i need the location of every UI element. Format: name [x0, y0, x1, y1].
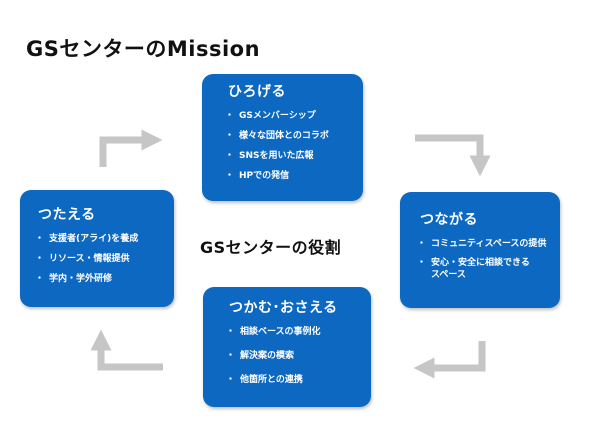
box-title: つながる: [420, 212, 478, 228]
box-title: ひろげる: [228, 84, 286, 100]
list-item: 他箇所との連携: [226, 374, 361, 386]
arrow-tsukamu-to-tsutaeru: [90, 329, 163, 371]
box-hirogeru: ひろげる GSメンバーシップ 様々な団体とのコラボ SNSを用いた広報 HPでの…: [202, 74, 363, 201]
center-label: GSセンターの役割: [200, 238, 342, 257]
box-tsutaeru: つたえる 支援者(アライ)を養成 リソース・情報提供 学内・学外研修: [20, 190, 174, 307]
list-item: コミュニティスペースの提供: [417, 238, 552, 250]
list-item: 相談ベースの事例化: [226, 326, 361, 338]
list-item: 安心・安全に相談できる スペース: [417, 257, 552, 281]
page-title: GSセンターのMission: [26, 37, 261, 61]
list-item: 支援者(アライ)を養成: [35, 233, 166, 245]
box-title: つたえる: [38, 207, 96, 223]
arrow-tsutaeru-to-hirogeru: [99, 129, 163, 167]
list-item: 様々な団体とのコラボ: [225, 130, 353, 142]
box-title: つかむ･おさえる: [229, 300, 338, 316]
box-tsunagaru: つながる コミュニティスペースの提供 安心・安全に相談できる スペース: [400, 192, 560, 308]
list-item: 解決案の模索: [226, 350, 361, 362]
arrow-tsunagaru-to-tsukamu: [413, 341, 486, 379]
list-item: リソース・情報提供: [35, 253, 166, 265]
list-item: SNSを用いた広報: [225, 150, 353, 162]
box-tsukamu: つかむ･おさえる 相談ベースの事例化 解決案の模索 他箇所との連携: [203, 287, 371, 407]
arrow-hirogeru-to-tsunagaru: [415, 134, 491, 177]
list-item: 学内・学外研修: [35, 273, 166, 285]
list-item: GSメンバーシップ: [225, 110, 353, 122]
list-item: HPでの発信: [225, 170, 353, 182]
